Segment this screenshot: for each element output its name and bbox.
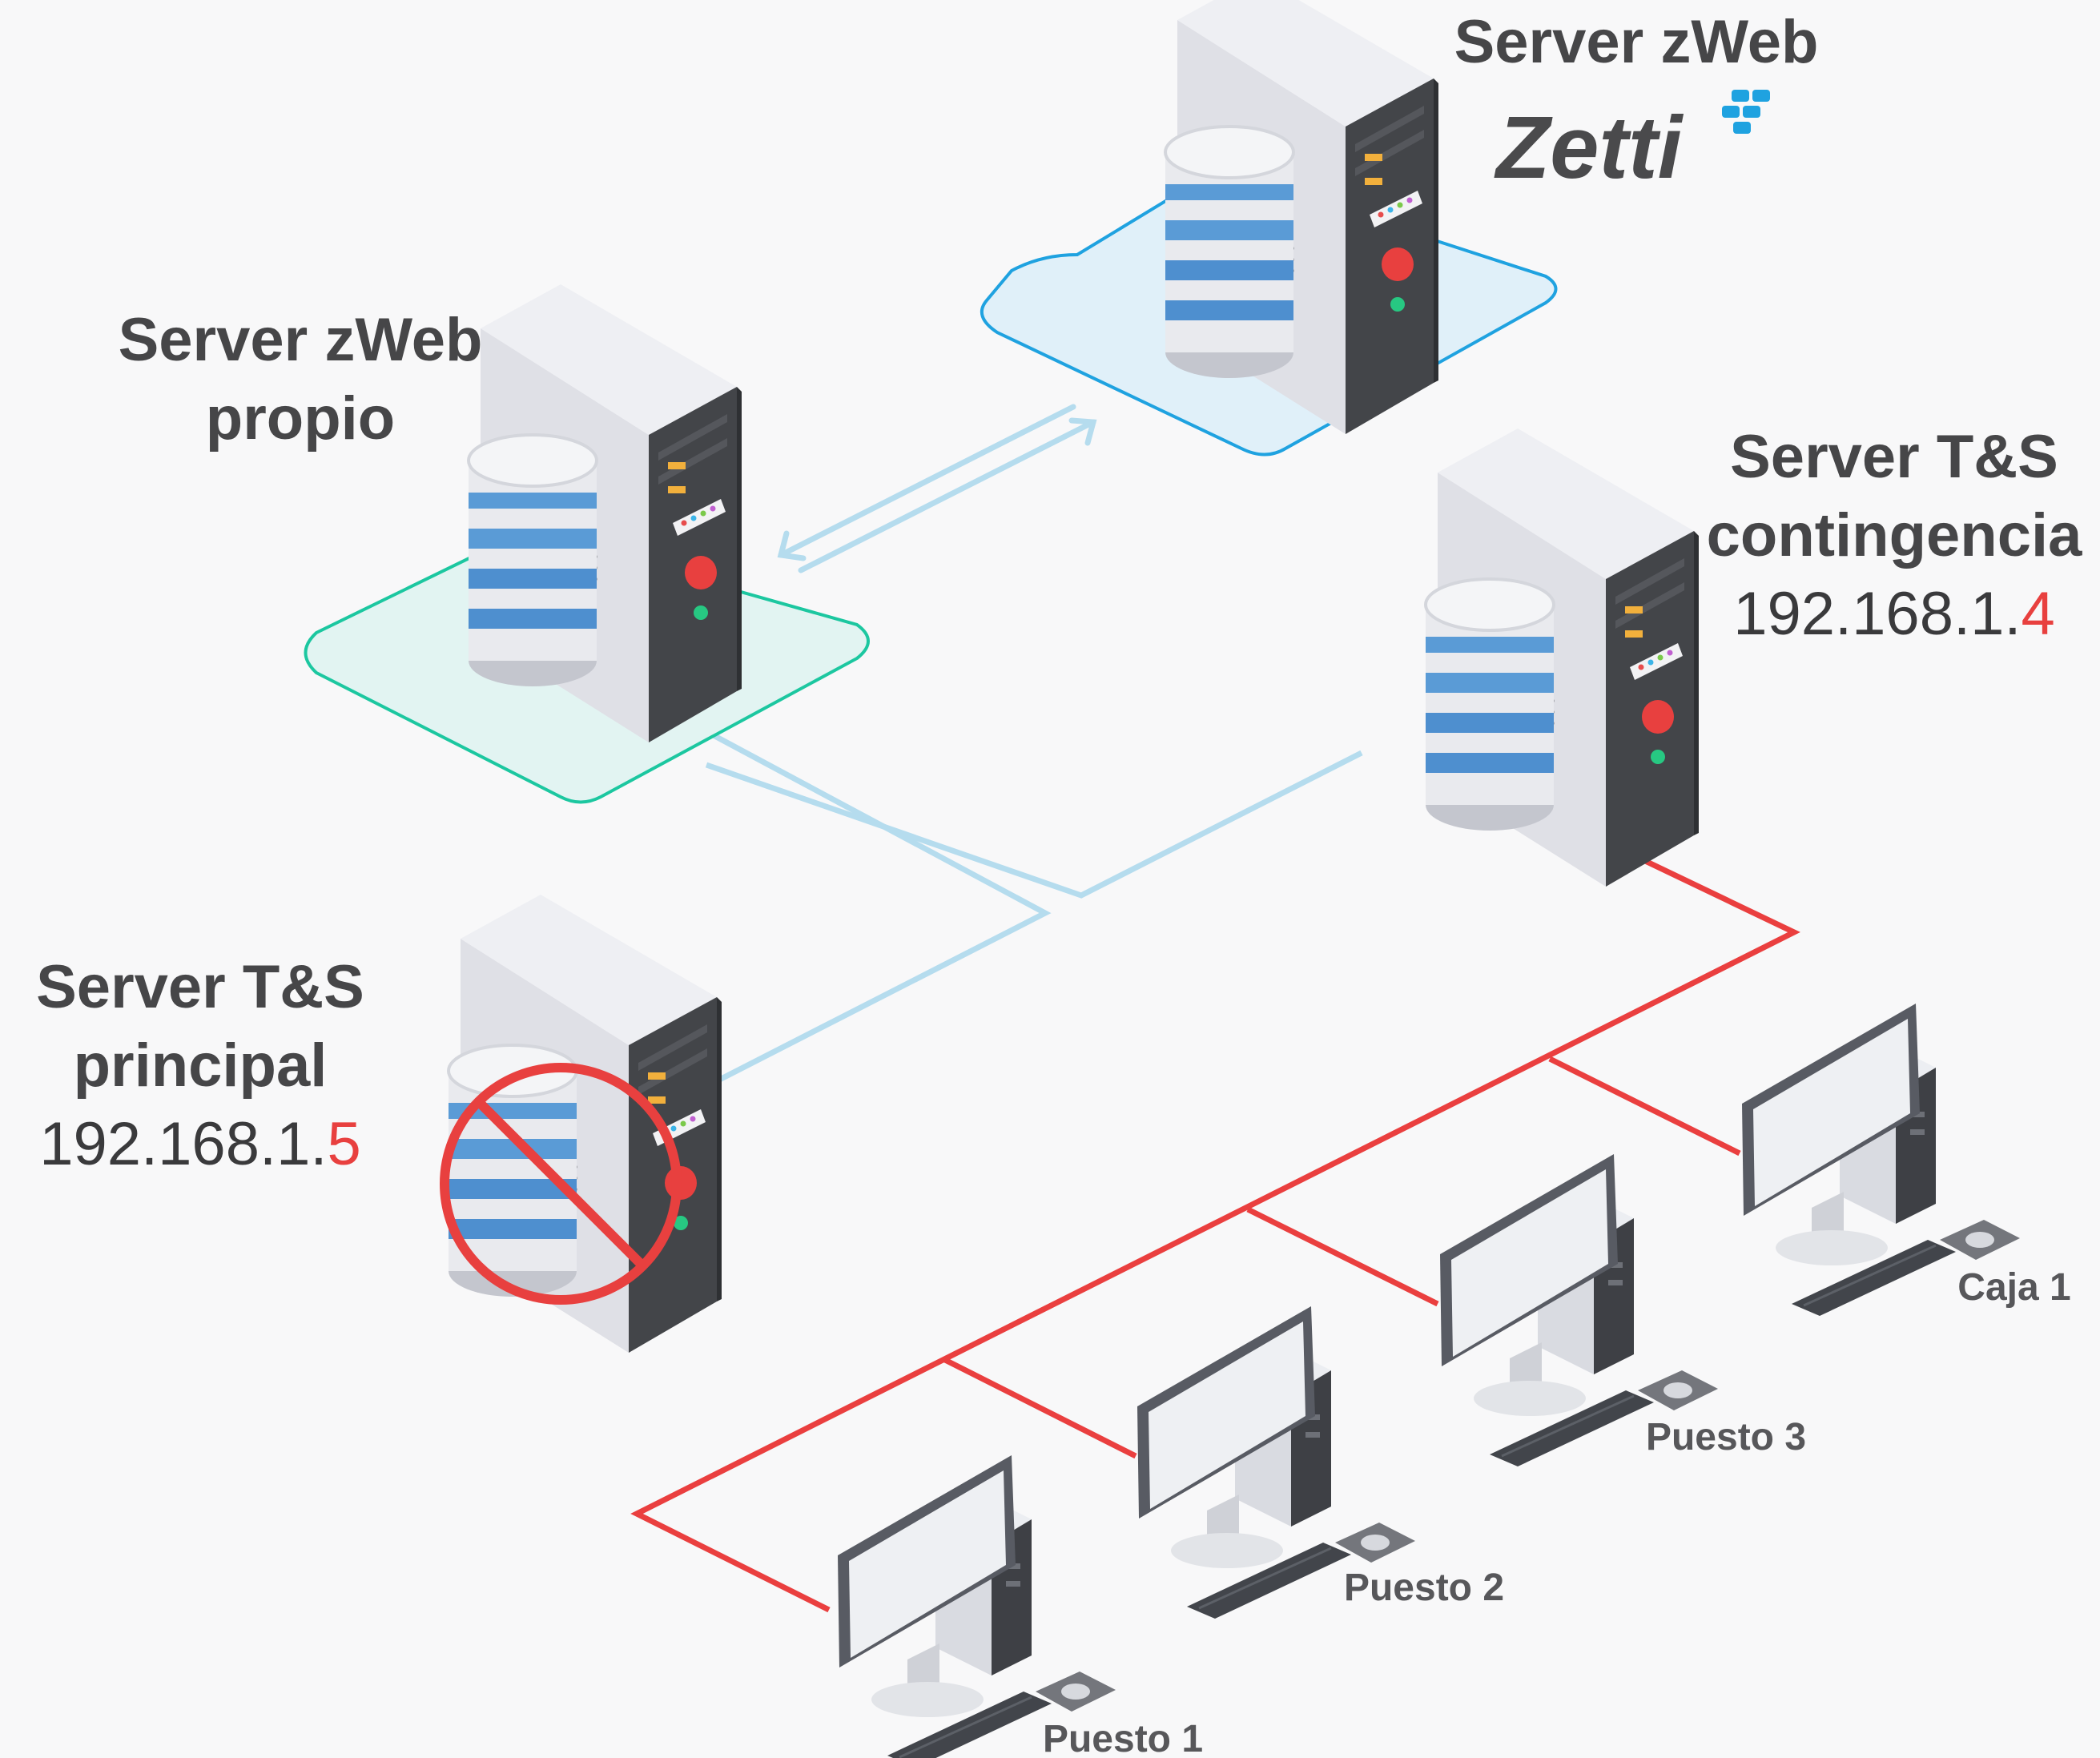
zetti-logo-text: Zetti <box>1494 99 1684 197</box>
lan-network <box>630 838 1800 1613</box>
workstation-puesto-1 <box>836 1454 1117 1758</box>
pc-label-puesto-3: Puesto 3 <box>1646 1416 1806 1458</box>
propio-title-line1: Server zWeb <box>119 306 483 374</box>
pc-label-caja-1: Caja 1 <box>1957 1266 2070 1309</box>
server-zetti <box>980 0 1558 457</box>
server-contingencia <box>1424 427 1700 888</box>
server-principal <box>440 893 723 1354</box>
zetti-logo: Zetti <box>1494 90 1770 197</box>
zetti-logo-dots-icon <box>1722 90 1770 134</box>
server-links <box>699 730 1363 1092</box>
pc-label-puesto-1: Puesto 1 <box>1043 1718 1203 1758</box>
zetti-server-title: Server zWeb <box>1454 8 1819 76</box>
propio-title-line2: propio <box>206 384 395 453</box>
contingencia-title-line1: Server T&S <box>1730 423 2058 491</box>
contingencia-title-line2: contingencia <box>1707 501 2082 569</box>
principal-ip: 192.168.1.5 <box>39 1110 361 1178</box>
principal-title-line2: principal <box>74 1032 328 1100</box>
contingencia-ip: 192.168.1.4 <box>1733 580 2055 648</box>
sync-arrows-icon <box>777 404 1097 573</box>
pc-label-puesto-2: Puesto 2 <box>1344 1567 1504 1609</box>
server-propio <box>304 283 870 804</box>
prohibited-icon <box>440 1063 682 1305</box>
principal-title-line1: Server T&S <box>36 953 364 1021</box>
